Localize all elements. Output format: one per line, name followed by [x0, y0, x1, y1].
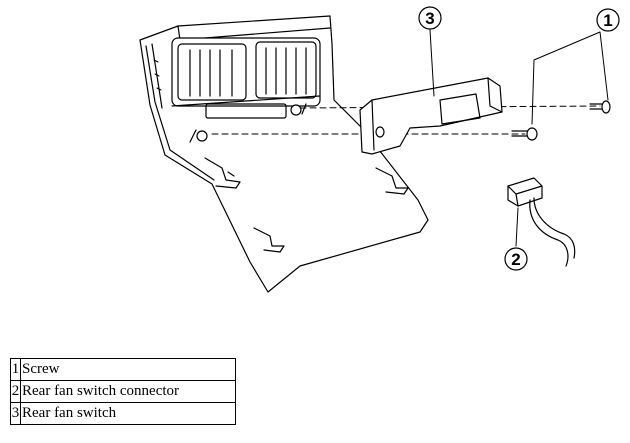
legend-row: 2 Rear fan switch connector	[10, 380, 236, 403]
callout-3-leader	[429, 29, 435, 97]
legend-label: Rear fan switch connector	[20, 380, 236, 403]
callout-3: 3	[418, 6, 442, 30]
svg-text:2: 2	[511, 250, 520, 269]
legend-row: 3 Rear fan switch	[10, 402, 236, 425]
callout-2-leader	[515, 207, 519, 247]
svg-text:3: 3	[425, 9, 434, 28]
screw-upper	[589, 100, 611, 114]
center-console-panel	[139, 15, 429, 293]
callout-1: 1	[596, 8, 620, 32]
legend-number: 1	[10, 358, 21, 381]
legend-row: 1 Screw	[10, 358, 236, 381]
legend-number: 3	[10, 402, 21, 425]
legend-number: 2	[10, 380, 21, 403]
rear-fan-switch-connector	[507, 177, 576, 267]
callout-2: 2	[504, 247, 528, 271]
legend-label: Screw	[20, 358, 236, 381]
parts-legend-table: 1 Screw 2 Rear fan switch connector 3 Re…	[10, 358, 236, 425]
svg-text:1: 1	[603, 11, 612, 30]
rear-fan-switch	[359, 77, 503, 155]
screw-lower	[511, 127, 538, 141]
callout-1-leader	[531, 31, 609, 125]
exploded-parts-diagram: 3 1 2	[139, 6, 620, 293]
legend-label: Rear fan switch	[20, 402, 236, 425]
